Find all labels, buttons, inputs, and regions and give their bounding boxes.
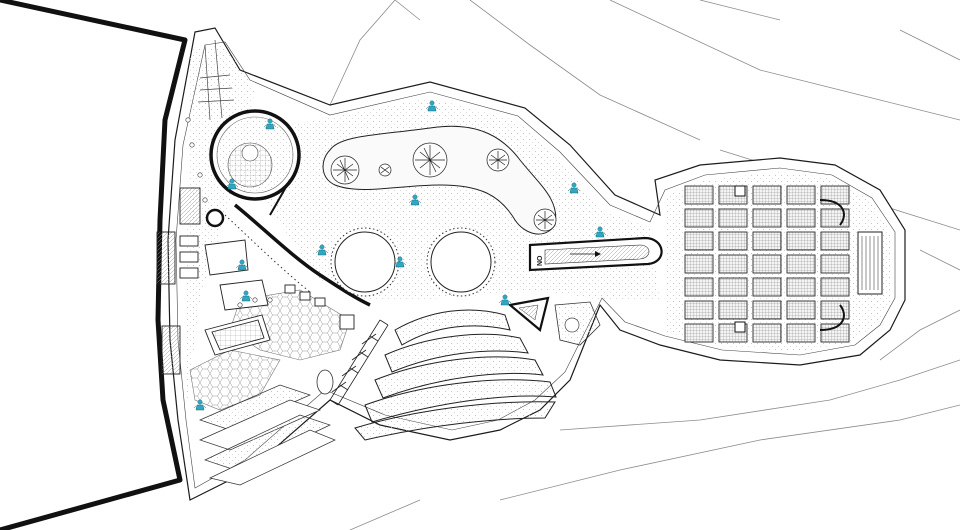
- parking-area: [199, 384, 336, 486]
- amphitheater-row: [374, 356, 544, 399]
- solar-panel: [786, 208, 816, 228]
- solar-panel: [820, 300, 850, 320]
- walkway-curve: [269, 179, 291, 216]
- solar-panel: [786, 231, 816, 251]
- solar-panel: [820, 254, 850, 274]
- solar-panel: [718, 208, 748, 228]
- solar-panel: [752, 300, 782, 320]
- west-structures: [156, 187, 355, 375]
- people-figures: [193, 100, 607, 411]
- person-figure: [193, 399, 207, 411]
- bench-block: [179, 187, 201, 225]
- pool-shape-inner: [211, 319, 265, 351]
- person-figure: [567, 182, 581, 194]
- solar-field-fence: [857, 231, 883, 295]
- solar-panel: [684, 231, 714, 251]
- entry-path: [197, 39, 235, 121]
- tree: [486, 148, 510, 172]
- solar-panel-array: [684, 185, 850, 343]
- solar-panel: [820, 231, 850, 251]
- trees: [330, 142, 557, 232]
- solar-panel: [820, 208, 850, 228]
- person-figure: [263, 118, 277, 130]
- solar-panel: [684, 300, 714, 320]
- circular-pool-right: [426, 227, 496, 297]
- solar-panel: [752, 277, 782, 297]
- solar-panel: [684, 254, 714, 274]
- solar-panel: [752, 208, 782, 228]
- tree: [412, 142, 448, 178]
- person-figure: [225, 178, 239, 190]
- stage-inner: [518, 304, 539, 321]
- amphitheater: [354, 309, 557, 441]
- person-figure: [593, 226, 607, 238]
- amphitheater-row: [354, 401, 556, 441]
- person-figure: [408, 194, 422, 206]
- tree: [330, 155, 360, 185]
- person-figure: [239, 290, 253, 302]
- solar-panel: [820, 277, 850, 297]
- tree: [378, 163, 392, 177]
- amphitheater-row: [364, 379, 557, 423]
- person-figure: [235, 259, 249, 271]
- planter-bed: [219, 279, 269, 311]
- amphitheater-row: [394, 309, 511, 346]
- person-figure: [315, 244, 329, 256]
- solar-panel: [786, 185, 816, 205]
- pathway-wall: [233, 203, 371, 307]
- ramp-marker-label: NO: [537, 255, 544, 266]
- circular-pool-left: [330, 227, 400, 297]
- solar-panel: [786, 300, 816, 320]
- box: [299, 291, 311, 301]
- solar-panel: [718, 231, 748, 251]
- box: [284, 284, 296, 294]
- solar-panel: [684, 208, 714, 228]
- solar-panel: [718, 277, 748, 297]
- tree: [533, 208, 557, 232]
- bench-block: [161, 325, 181, 375]
- solar-panel: [684, 277, 714, 297]
- solar-inverter: [734, 321, 746, 333]
- solar-inverter: [734, 185, 746, 197]
- solar-panel: [752, 323, 782, 343]
- bench-block: [179, 235, 199, 247]
- solar-panel: [718, 300, 748, 320]
- planter-bed: [204, 239, 249, 276]
- service-circle: [564, 317, 580, 333]
- bench-block: [179, 267, 199, 279]
- round-kiosk: [205, 208, 225, 228]
- cable-feeder: [819, 199, 845, 331]
- solar-panel: [786, 254, 816, 274]
- solar-panel: [820, 185, 850, 205]
- oval-feature: [316, 369, 334, 395]
- person-figure: [425, 100, 439, 112]
- person-figure: [393, 256, 407, 268]
- solar-panel: [752, 254, 782, 274]
- solar-panel: [786, 277, 816, 297]
- amphitheater-row: [384, 333, 529, 373]
- solar-panel: [684, 323, 714, 343]
- bench-block: [179, 251, 199, 263]
- box: [339, 314, 355, 330]
- bollards: [185, 117, 273, 308]
- bench-block: [156, 231, 176, 285]
- lattice-tower: [329, 319, 389, 406]
- solar-panel: [752, 231, 782, 251]
- solar-panel: [718, 254, 748, 274]
- person-figure: [498, 294, 512, 306]
- box: [314, 297, 326, 307]
- ramp: [528, 236, 663, 272]
- solar-panel: [752, 185, 782, 205]
- circular-plaza: [209, 109, 301, 201]
- solar-panel: [786, 323, 816, 343]
- solar-panel: [684, 185, 714, 205]
